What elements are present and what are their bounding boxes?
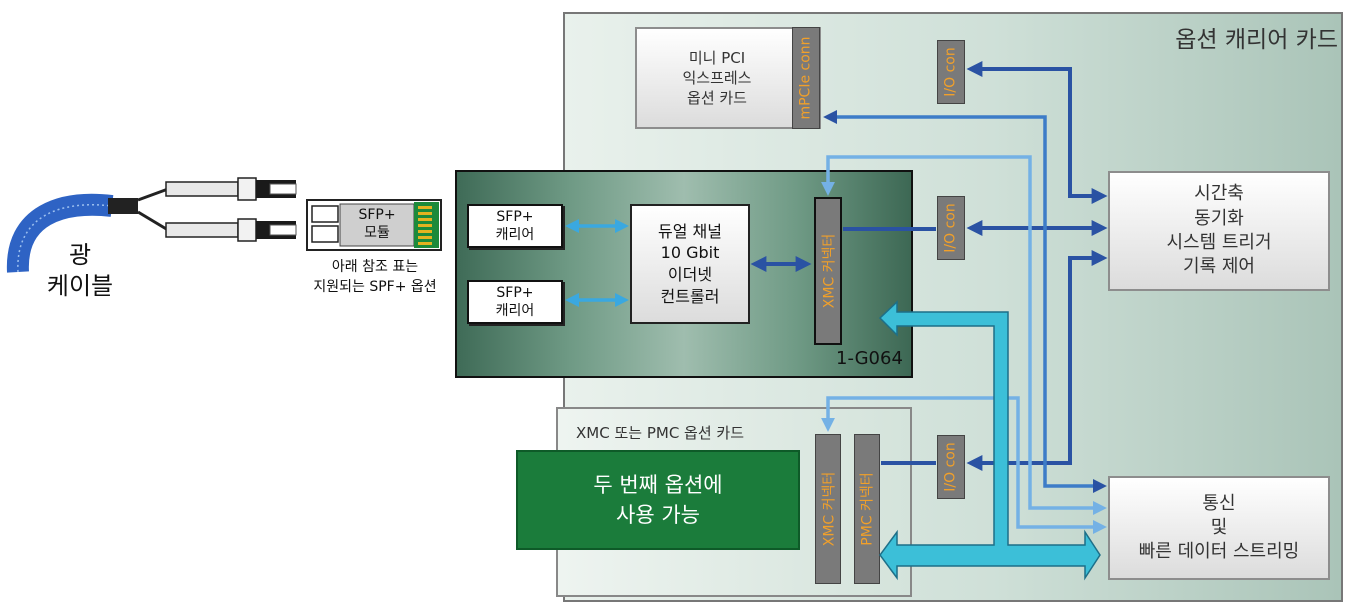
controller-line2: 10 Gbit [660, 243, 720, 263]
sfp-note-line2: 지원되는 SPF+ 옵션 [313, 278, 437, 295]
mini-pci-option-card: 미니 PCI 익스프레스 옵션 카드 [635, 27, 821, 129]
cyan-bus [878, 300, 1101, 581]
timing-line4: 기록 제어 [1183, 256, 1255, 278]
carrier-card-title: 옵션 캐리어 카드 [1175, 27, 1338, 53]
timing-sync-box: 시간축 동기화 시스템 트리거 기록 제어 [1108, 171, 1330, 291]
io-connector-top: I/O con [937, 40, 965, 104]
io-bottom-to-timing [966, 250, 1108, 471]
sfp-carrier-bottom-label: SFP+ 캐리어 [495, 284, 535, 319]
mpcie-connector: mPCIe conn [792, 27, 820, 129]
sfp-module-line2: 모듈 [364, 225, 390, 242]
second-option-available-box: 두 번째 옵션에 사용 가능 [516, 450, 800, 550]
cable-line2: 케이블 [46, 272, 114, 301]
comms-line1: 통신 [1202, 492, 1236, 514]
comms-line3: 빠른 데이터 스트리밍 [1138, 541, 1300, 563]
sfp-module-label: SFP+ 모듈 [340, 206, 414, 242]
controller-line3: 이더넷 [667, 265, 713, 284]
comms-line2: 및 [1210, 516, 1228, 538]
timing-line1: 시간축 [1194, 183, 1244, 205]
mini-pci-line3: 옵션 카드 [687, 89, 747, 108]
ethernet-controller-box: 듀얼 채널 10 Gbit 이더넷 컨트롤러 [630, 204, 750, 324]
io-top-to-timing [966, 61, 1108, 204]
sfp-note: 아래 참조 표는 지원되는 SPF+ 옵션 [290, 258, 460, 297]
available-line2: 사용 가능 [616, 503, 700, 527]
sfp-carrier-top: SFP+ 캐리어 [467, 204, 563, 248]
sfp-note-line1: 아래 참조 표는 [331, 259, 419, 275]
mini-pci-line1: 미니 PCI [688, 48, 746, 67]
xmc-board-to-comms [821, 155, 1107, 515]
mini-pci-line2: 익스프레스 [682, 68, 752, 87]
xmc-pmc-option-title: XMC 또는 PMC 옵션 카드 [576, 424, 745, 442]
mpcie-to-comms [823, 110, 1107, 493]
timing-line3: 시스템 트리거 [1166, 232, 1272, 253]
cable-line1: 광 [68, 241, 92, 269]
available-line1: 두 번째 옵션에 [593, 472, 723, 497]
sfp-module-line1: SFP+ [358, 207, 396, 223]
sfp-carrier-top-label: SFP+ 캐리어 [495, 208, 535, 243]
xmc-lower-to-comms [821, 396, 1107, 534]
controller-line4: 컨트롤러 [660, 286, 720, 306]
sfp-carrier-bottom: SFP+ 캐리어 [467, 280, 563, 324]
controller-line1: 듀얼 채널 [658, 221, 722, 241]
timing-line2: 동기화 [1194, 207, 1244, 229]
optical-cable-label: 광 케이블 [30, 240, 130, 302]
communication-box: 통신 및 빠른 데이터 스트리밍 [1108, 476, 1330, 580]
